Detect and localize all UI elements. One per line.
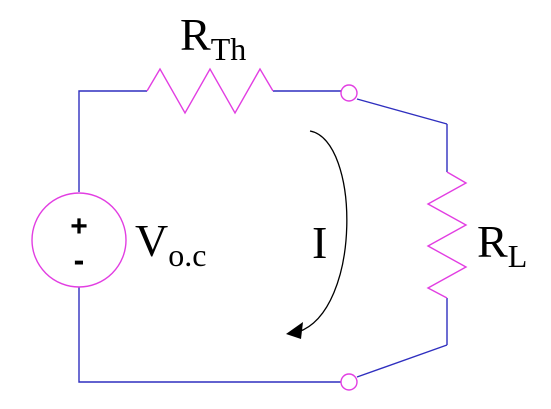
source-label-sub: o.c bbox=[168, 237, 206, 273]
current-arrowhead bbox=[286, 322, 303, 339]
bottom-terminal bbox=[340, 373, 358, 391]
load-resistor-label-main: R bbox=[477, 216, 508, 267]
wire-left-bottom bbox=[78, 287, 342, 383]
load-resistor bbox=[426, 171, 468, 299]
source-label-main: V bbox=[135, 215, 168, 266]
wires bbox=[78, 90, 448, 383]
current-label: I bbox=[312, 217, 327, 268]
load-resistor-label: RL bbox=[477, 216, 527, 274]
wire-rl-to-bottom-terminal bbox=[356, 344, 448, 378]
thevenin-resistor bbox=[146, 67, 274, 115]
source-plus-sign: + bbox=[70, 210, 88, 243]
thevenin-resistor-label: RTh bbox=[180, 9, 246, 67]
top-terminal bbox=[340, 84, 358, 102]
wire-terminal-to-rl-top bbox=[356, 98, 448, 125]
source-minus-sign: - bbox=[74, 242, 85, 278]
thevenin-resistor-label-sub: Th bbox=[211, 31, 247, 67]
current-arrow bbox=[297, 130, 348, 333]
load-resistor-label-sub: L bbox=[508, 238, 528, 274]
thevenin-resistor-label-main: R bbox=[180, 9, 211, 60]
wire-left-top bbox=[78, 90, 147, 192]
source-label: Vo.c bbox=[135, 215, 206, 273]
voltage-source bbox=[31, 192, 127, 288]
